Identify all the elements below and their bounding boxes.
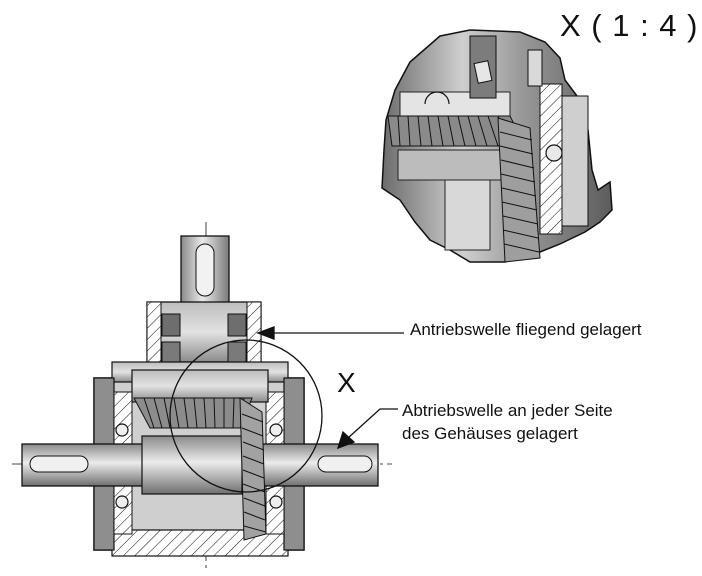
detail-marker-label: X bbox=[337, 367, 356, 398]
detail-shaft-band bbox=[397, 149, 509, 181]
detail-bearing-ball bbox=[545, 144, 563, 162]
callout-arrows bbox=[256, 326, 404, 450]
detail-cover bbox=[561, 95, 589, 227]
detail-view-title: X ( 1 : 4 ) bbox=[560, 8, 699, 43]
arrow-output-shaft-line bbox=[347, 408, 398, 439]
main-view bbox=[12, 222, 392, 568]
detail-bolt bbox=[527, 49, 543, 87]
output-shaft-bearings bbox=[115, 423, 283, 509]
bevel-pinion bbox=[133, 397, 253, 429]
detail-bevel-gear-horizontal bbox=[387, 115, 526, 147]
detail-view bbox=[381, 29, 613, 263]
detail-roller bbox=[473, 60, 493, 84]
detail-arc bbox=[424, 91, 450, 105]
arrow-input-shaft-head bbox=[256, 326, 275, 340]
arrow-output-shaft-head bbox=[336, 430, 356, 450]
upper-housing-wall-left bbox=[146, 301, 162, 363]
output-shaft-callout-line1: Abtriebswelle an jeder Seite bbox=[402, 401, 613, 420]
detail-circle bbox=[169, 339, 323, 493]
detail-shaft-section bbox=[444, 179, 491, 251]
output-shaft-keyway-left bbox=[29, 455, 89, 473]
bevel-gear bbox=[239, 397, 267, 541]
input-shaft-callout: Antriebswelle fliegend gelagert bbox=[410, 320, 642, 339]
output-shaft-hub bbox=[141, 435, 243, 495]
output-shaft-keyway-right bbox=[317, 455, 373, 473]
output-shaft-callout: Abtriebswelle an jeder Seite des Gehäuse… bbox=[402, 399, 613, 445]
detail-bevel-gear-vertical bbox=[497, 117, 541, 263]
upper-tapered-bearings bbox=[161, 313, 247, 363]
pinion-bearing-block bbox=[131, 369, 269, 403]
output-shaft-callout-line2: des Gehäuses gelagert bbox=[402, 424, 578, 443]
input-shaft-keyway bbox=[195, 243, 215, 297]
